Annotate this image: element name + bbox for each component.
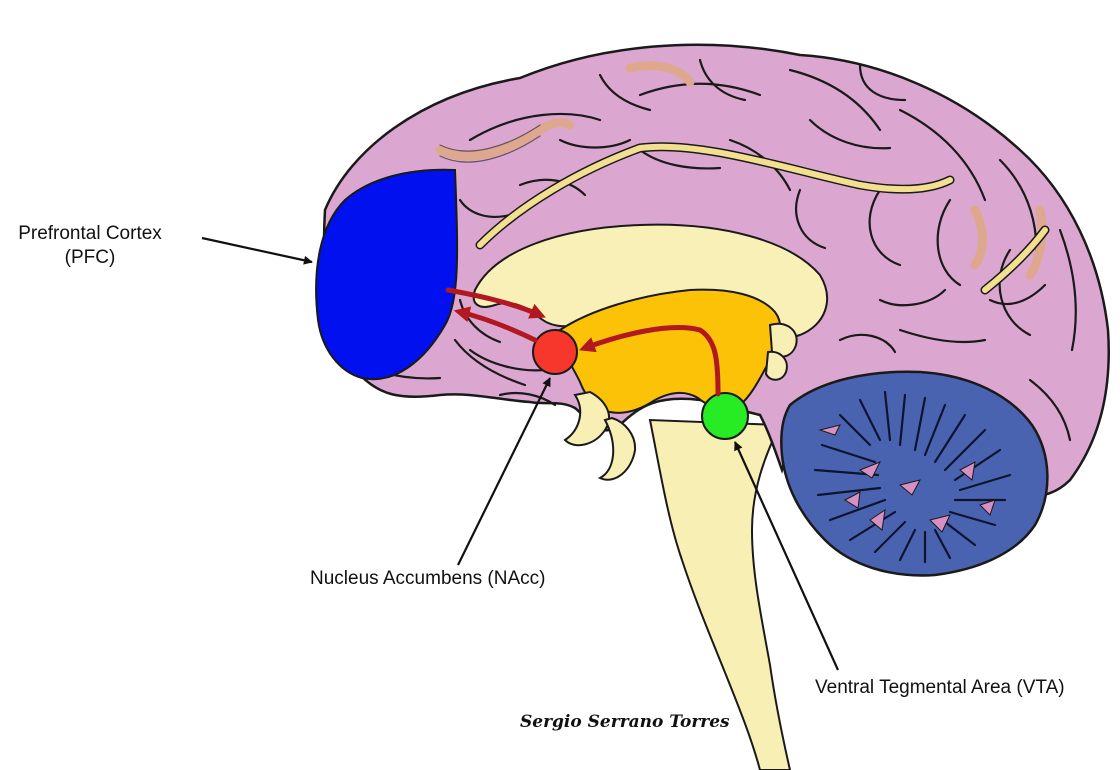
pfc-label-line1: Prefrontal Cortex <box>10 222 170 246</box>
nacc-label: Nucleus Accumbens (NAcc) <box>310 567 545 591</box>
pfc-label: Prefrontal Cortex (PFC) <box>10 222 170 270</box>
pfc-pointer-arrow <box>202 238 312 262</box>
pfc-label-line2: (PFC) <box>10 246 170 270</box>
nacc-pointer-arrow <box>458 378 550 565</box>
author-signature: Sergio Serrano Torres <box>520 712 730 732</box>
cerebellum <box>781 372 1047 576</box>
vta-label: Ventral Tegmental Area (VTA) <box>815 676 1065 700</box>
vta-node <box>702 393 748 439</box>
nacc-node <box>533 330 577 374</box>
